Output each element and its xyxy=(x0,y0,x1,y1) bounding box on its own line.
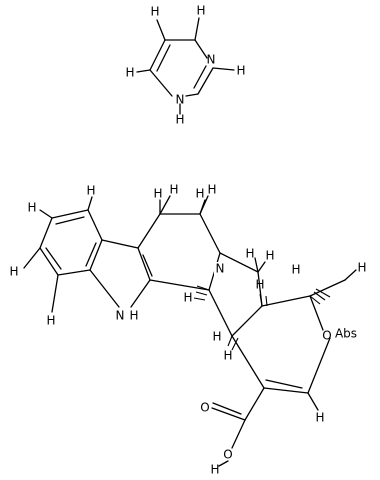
atom-hydrogen: H xyxy=(150,5,159,19)
atom-hydrogen: H xyxy=(357,261,366,275)
atom-hydrogen: H xyxy=(207,183,216,197)
atom-hydrogen: H xyxy=(196,4,205,18)
main-molecule: H H H H H H H H N H H H H H N H H H H Ab… xyxy=(9,183,366,477)
atom-label-backdrop xyxy=(214,262,226,275)
atom-nitrogen: N xyxy=(116,309,125,323)
atom-hydrogen: H xyxy=(86,184,95,198)
atom-nitrogen: N xyxy=(216,262,225,276)
atom-hydrogen: H xyxy=(175,113,184,127)
main-bonds xyxy=(23,195,346,449)
atom-hydrogen: H xyxy=(212,330,221,344)
atom-hydrogen: H xyxy=(223,349,232,363)
main-atoms: H H H H H H H H N H H H H H N H H H H Ab… xyxy=(9,183,366,477)
atom-hydrogen: H xyxy=(169,183,178,197)
atom-hydrogen: H xyxy=(315,411,324,425)
atom-hydrogen: H xyxy=(46,314,55,328)
atom-hydrogen: H xyxy=(125,66,134,80)
atom-hydrogen: H xyxy=(291,263,300,277)
atom-oxygen: O xyxy=(200,401,209,415)
atom-hydrogen: H xyxy=(245,247,254,261)
atom-oxygen: O xyxy=(223,448,232,462)
imidazole-bonds xyxy=(136,19,235,115)
atom-hydrogen: H xyxy=(255,278,264,292)
atom-hydrogen: H xyxy=(265,249,274,263)
atom-hydrogen: H xyxy=(195,187,204,201)
atom-hydrogen: H xyxy=(129,309,138,323)
atom-oxygen: O xyxy=(322,329,331,343)
main-stereo-bonds xyxy=(193,285,331,351)
atom-hydrogen: H xyxy=(236,64,245,78)
atom-hydrogen: H xyxy=(210,463,219,477)
atom-abs-label: Abs xyxy=(335,327,357,341)
imidazole-molecule: H H N H H N H xyxy=(125,4,245,127)
atom-hydrogen: H xyxy=(183,291,192,305)
imidazole-atoms: H H N H H N H xyxy=(125,4,245,127)
atom-nitrogen: N xyxy=(176,93,185,107)
atom-hydrogen: H xyxy=(27,201,36,215)
atom-hydrogen: H xyxy=(9,265,18,279)
atom-hydrogen: H xyxy=(153,187,162,201)
atom-nitrogen: N xyxy=(207,53,216,67)
